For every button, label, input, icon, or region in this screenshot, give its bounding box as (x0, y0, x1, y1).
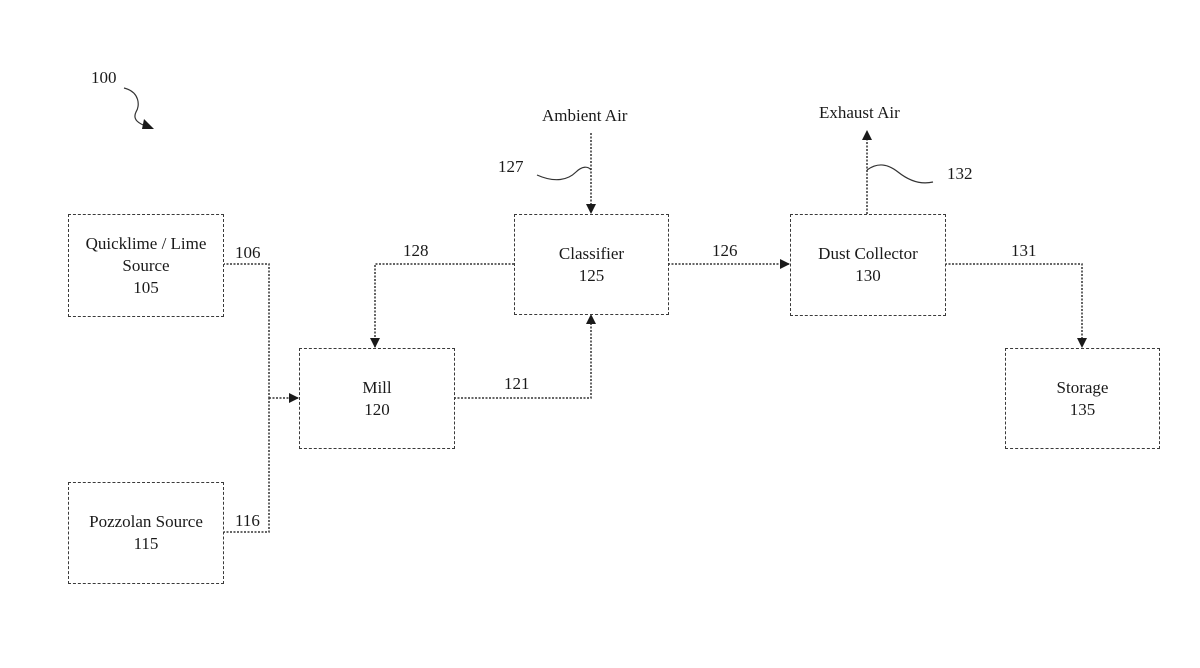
leader-127 (536, 166, 592, 181)
node-lime-source: Quicklime / Lime Source 105 (68, 214, 224, 317)
node-mill-name: Mill (362, 377, 392, 397)
stream-label-132: 132 (947, 164, 973, 183)
stream-label-127: 127 (498, 157, 524, 176)
connector-mill-to-classifier (454, 314, 596, 399)
stream-label-106: 106 (235, 243, 261, 262)
reference-arrow-icon (142, 119, 154, 129)
node-lime-source-name-2: Source (122, 255, 170, 275)
node-classifier: Classifier 125 (514, 214, 669, 315)
node-lime-source-id: 105 (133, 277, 159, 297)
stream-label-131: 131 (1011, 241, 1037, 260)
node-storage-id: 135 (1069, 399, 1096, 419)
node-storage: Storage 135 (1005, 348, 1160, 449)
node-mill-id: 120 (364, 399, 390, 419)
node-dust-collector-id: 130 (855, 266, 881, 285)
node-dust-collector-name: Dust Collector (818, 244, 918, 263)
node-dust-collector: Dust Collector 130 (790, 214, 946, 316)
connector-pozzolan-feed (223, 398, 270, 533)
leader-132 (866, 164, 934, 184)
node-mill: Mill 120 (299, 348, 455, 449)
stream-label-126: 126 (712, 241, 738, 260)
node-pozzolan-source: Pozzolan Source 115 (68, 482, 224, 584)
connector-lime-feed (223, 263, 270, 398)
stream-label-116: 116 (235, 511, 260, 530)
node-classifier-id: 125 (578, 265, 605, 285)
stream-label-121: 121 (504, 374, 530, 393)
node-lime-source-name-1: Quicklime / Lime (85, 233, 207, 253)
node-classifier-name: Classifier (558, 243, 625, 263)
node-storage-name: Storage (1056, 377, 1109, 397)
connector-classifier-reject (370, 263, 514, 348)
ambient-air-label: Ambient Air (542, 106, 628, 125)
stream-label-128: 128 (403, 241, 429, 260)
exhaust-air-label: Exhaust Air (819, 103, 900, 122)
leader-100 (123, 87, 147, 127)
figure-reference-label: 100 (91, 68, 117, 87)
node-pozzolan-source-name: Pozzolan Source (89, 512, 203, 531)
node-pozzolan-source-id: 115 (133, 534, 159, 553)
connector-dust-to-storage (945, 263, 1087, 348)
